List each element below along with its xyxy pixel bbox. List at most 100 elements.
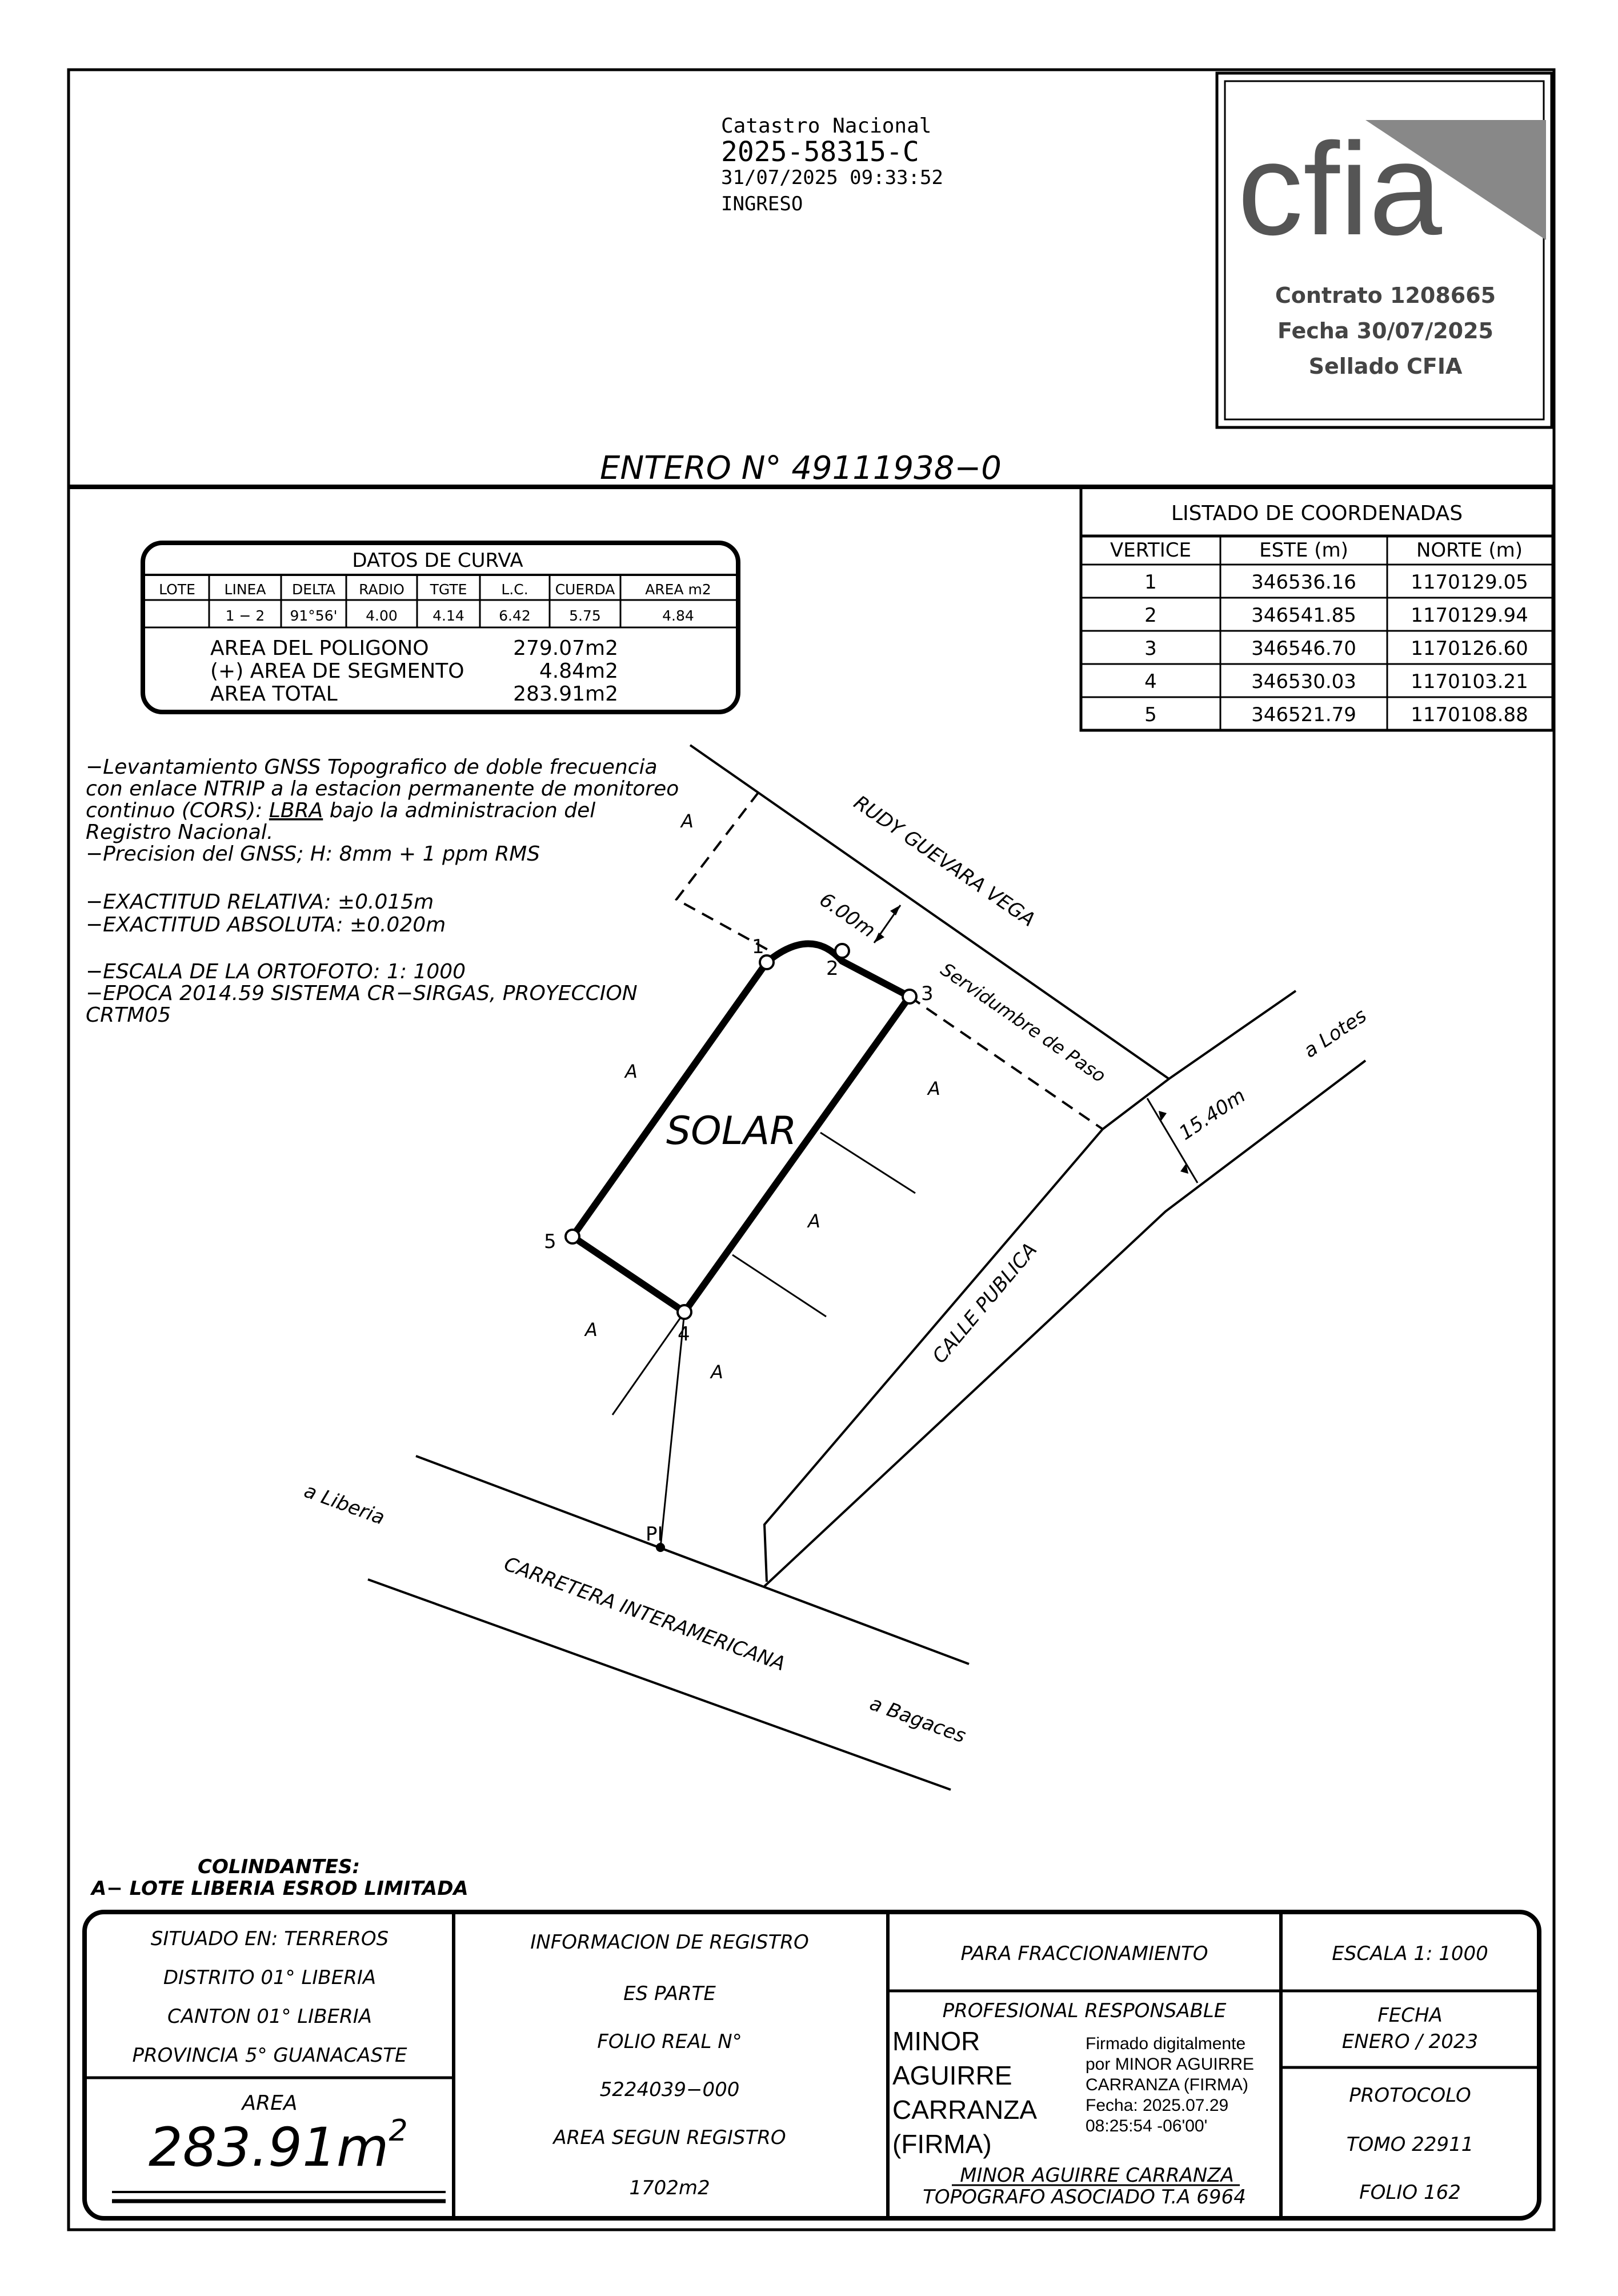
catastro-stamp: Catastro Nacional 2025-58315-C 31/07/202… xyxy=(721,114,943,215)
area-segmento-label: (+) AREA DE SEGMENTO xyxy=(210,659,464,683)
neighbor-a-6: A xyxy=(710,1361,723,1383)
vertex-2-marker xyxy=(834,943,850,959)
cfia-logo-wedge xyxy=(1365,120,1546,240)
coord-row-4-norte: 1170103.21 xyxy=(1411,670,1528,693)
curva-frame xyxy=(141,541,740,714)
cfia-contrato: Contrato 1208665 xyxy=(1275,283,1496,308)
carretera-upper-edge xyxy=(415,1455,970,1665)
survey-notes: −Levantamiento GNSS Topografico de doble… xyxy=(86,755,679,1027)
curva-cell-tgte: 4.14 xyxy=(432,607,464,624)
curva-header-lc: L.C. xyxy=(501,581,528,598)
solar-label: SOLAR xyxy=(666,1109,796,1154)
dim-15-label: 15.40m xyxy=(1175,1084,1250,1145)
rudy-boundary-line xyxy=(689,744,1170,1080)
coord-row-3-este: 346546.70 xyxy=(1251,637,1356,660)
coord-row-4-vertice: 4 xyxy=(1144,670,1157,693)
cfia-seal: cfia Contrato 1208665 Fecha 30/07/2025 S… xyxy=(1215,71,1553,429)
dim-15-line xyxy=(1146,1098,1199,1183)
curva-cell-radio: 4.00 xyxy=(366,607,398,624)
curva-title: DATOS DE CURVA xyxy=(352,549,523,572)
area-segmento-value: 4.84m2 xyxy=(539,659,618,683)
site-map: 1 2 3 4 5 PI SOLAR A A A A A A RUDY GUEV… xyxy=(301,744,1371,1791)
lot-line-2 xyxy=(732,1254,827,1318)
vertex-3-label: 3 xyxy=(921,982,934,1005)
cfia-box-inner xyxy=(1224,80,1545,421)
cfia-sellado: Sellado CFIA xyxy=(1309,354,1463,379)
a-liberia-label: a Liberia xyxy=(301,1479,388,1530)
vertex-3-marker xyxy=(902,989,918,1005)
registro-title: INFORMACION DE REGISTRO xyxy=(530,1931,808,1954)
curva-header-linea: LINEA xyxy=(225,581,266,598)
coord-row-2-vertice: 2 xyxy=(1144,604,1157,627)
coord-row-1-este: 346536.16 xyxy=(1251,571,1356,594)
situado-en: SITUADO EN: TERREROS xyxy=(151,1927,389,1950)
rudy-label: RUDY GUEVARA VEGA xyxy=(850,791,1039,931)
topografo-title: TOPOGRAFO ASOCIADO T.A 6964 xyxy=(923,2186,1246,2209)
colindante-a: A− LOTE LIBERIA ESROD LIMITADA xyxy=(90,1877,468,1900)
curva-header-delta: DELTA xyxy=(292,581,335,598)
folio-real-number: 5224039−000 xyxy=(600,2078,740,2101)
neighbor-a-2: A xyxy=(624,1061,638,1082)
entero-number: ENTERO N° 49111938−0 xyxy=(600,450,1002,487)
coord-row-4-este: 346530.03 xyxy=(1251,670,1356,693)
datos-de-curva-table: DATOS DE CURVA LOTE LINEA DELTA RADIO TG… xyxy=(141,541,740,714)
area-value: 283.91m2 xyxy=(149,2114,408,2179)
topografo-name: MINOR AGUIRRE CARRANZA xyxy=(960,2164,1234,2187)
note-cors: continuo (CORS): xyxy=(86,799,262,822)
para-fraccionamiento: PARA FRACCIONAMIENTO xyxy=(961,1942,1208,1965)
calle-publica-label: CALLE PUBLICA xyxy=(928,1238,1042,1367)
note-admin: bajo la administracion del xyxy=(330,799,596,822)
curva-header-lote: LOTE xyxy=(159,581,195,598)
lot-line-upper xyxy=(611,1311,686,1415)
signature-name-3: CARRANZA xyxy=(892,2095,1037,2125)
colindantes-title: COLINDANTES: xyxy=(198,1855,360,1878)
dim-6-label: 6.00m xyxy=(815,888,879,942)
note-line-4: Registro Nacional. xyxy=(86,821,273,844)
title-block: SITUADO EN: TERREROS DISTRITO 01° LIBERI… xyxy=(82,1910,1541,2221)
neighbor-a-4: A xyxy=(807,1210,820,1232)
vertex-2-label: 2 xyxy=(826,957,839,980)
coord-row-3-vertice: 3 xyxy=(1144,637,1157,660)
es-parte: ES PARTE xyxy=(623,1982,716,2005)
coord-header-vertice: VERTICE xyxy=(1110,539,1191,562)
coord-frame xyxy=(1079,485,1555,732)
curva-cell-area: 4.84 xyxy=(662,607,694,624)
curva-cell-lc: 6.42 xyxy=(499,607,531,624)
area-total-value: 283.91m2 xyxy=(513,682,618,706)
curva-header-radio: RADIO xyxy=(359,581,404,598)
note-line-9: −EPOCA 2014.59 SISTEMA CR−SIRGAS, PROYEC… xyxy=(86,982,638,1005)
note-line-2: con enlace NTRIP a la estacion permanent… xyxy=(86,777,679,801)
stamp-line-1: Catastro Nacional xyxy=(721,114,931,138)
canton: CANTON 01° LIBERIA xyxy=(167,2005,372,2028)
servidumbre-dashed-left xyxy=(674,791,768,951)
curva-header-tgte: TGTE xyxy=(430,581,467,598)
neighbor-a-1: A xyxy=(680,810,694,832)
curva-cell-linea: 1 − 2 xyxy=(226,607,265,624)
vertex-4-marker xyxy=(676,1304,692,1320)
carretera-label: CARRETERA INTERAMERICANA xyxy=(501,1553,788,1676)
coord-row-2-norte: 1170129.94 xyxy=(1411,604,1528,627)
profesional-responsable: PROFESIONAL RESPONSABLE xyxy=(943,1999,1227,2022)
coord-title: LISTADO DE COORDENADAS xyxy=(1171,502,1463,525)
title-block-frame xyxy=(82,1910,1541,2221)
provincia: PROVINCIA 5° GUANACASTE xyxy=(133,2044,407,2067)
area-poligono-value: 279.07m2 xyxy=(513,637,618,660)
vertex-1-marker xyxy=(759,954,775,970)
note-line-10: CRTM05 xyxy=(86,1003,171,1027)
signature-name-1: MINOR xyxy=(892,2026,980,2056)
coord-row-1-norte: 1170129.05 xyxy=(1411,571,1528,594)
neighbor-a-5: A xyxy=(584,1319,598,1341)
note-line-1: −Levantamiento GNSS Topografico de doble… xyxy=(86,755,658,779)
vertex-5-marker xyxy=(564,1229,580,1245)
note-line-5: −Precision del GNSS; H: 8mm + 1 ppm RMS xyxy=(86,842,540,866)
area-total-label: AREA TOTAL xyxy=(210,682,338,706)
vertex-1-label: 1 xyxy=(752,935,764,958)
fecha-label: FECHA xyxy=(1377,2004,1443,2027)
fecha-value: ENERO / 2023 xyxy=(1342,2030,1478,2053)
calle-publica-right-edge xyxy=(763,1059,1367,1587)
cfia-logo: cfia xyxy=(1237,115,1442,262)
neighbor-a-3: A xyxy=(927,1078,940,1099)
coord-row-3-norte: 1170126.60 xyxy=(1411,637,1528,660)
area-registro-value: 1702m2 xyxy=(629,2177,710,2199)
